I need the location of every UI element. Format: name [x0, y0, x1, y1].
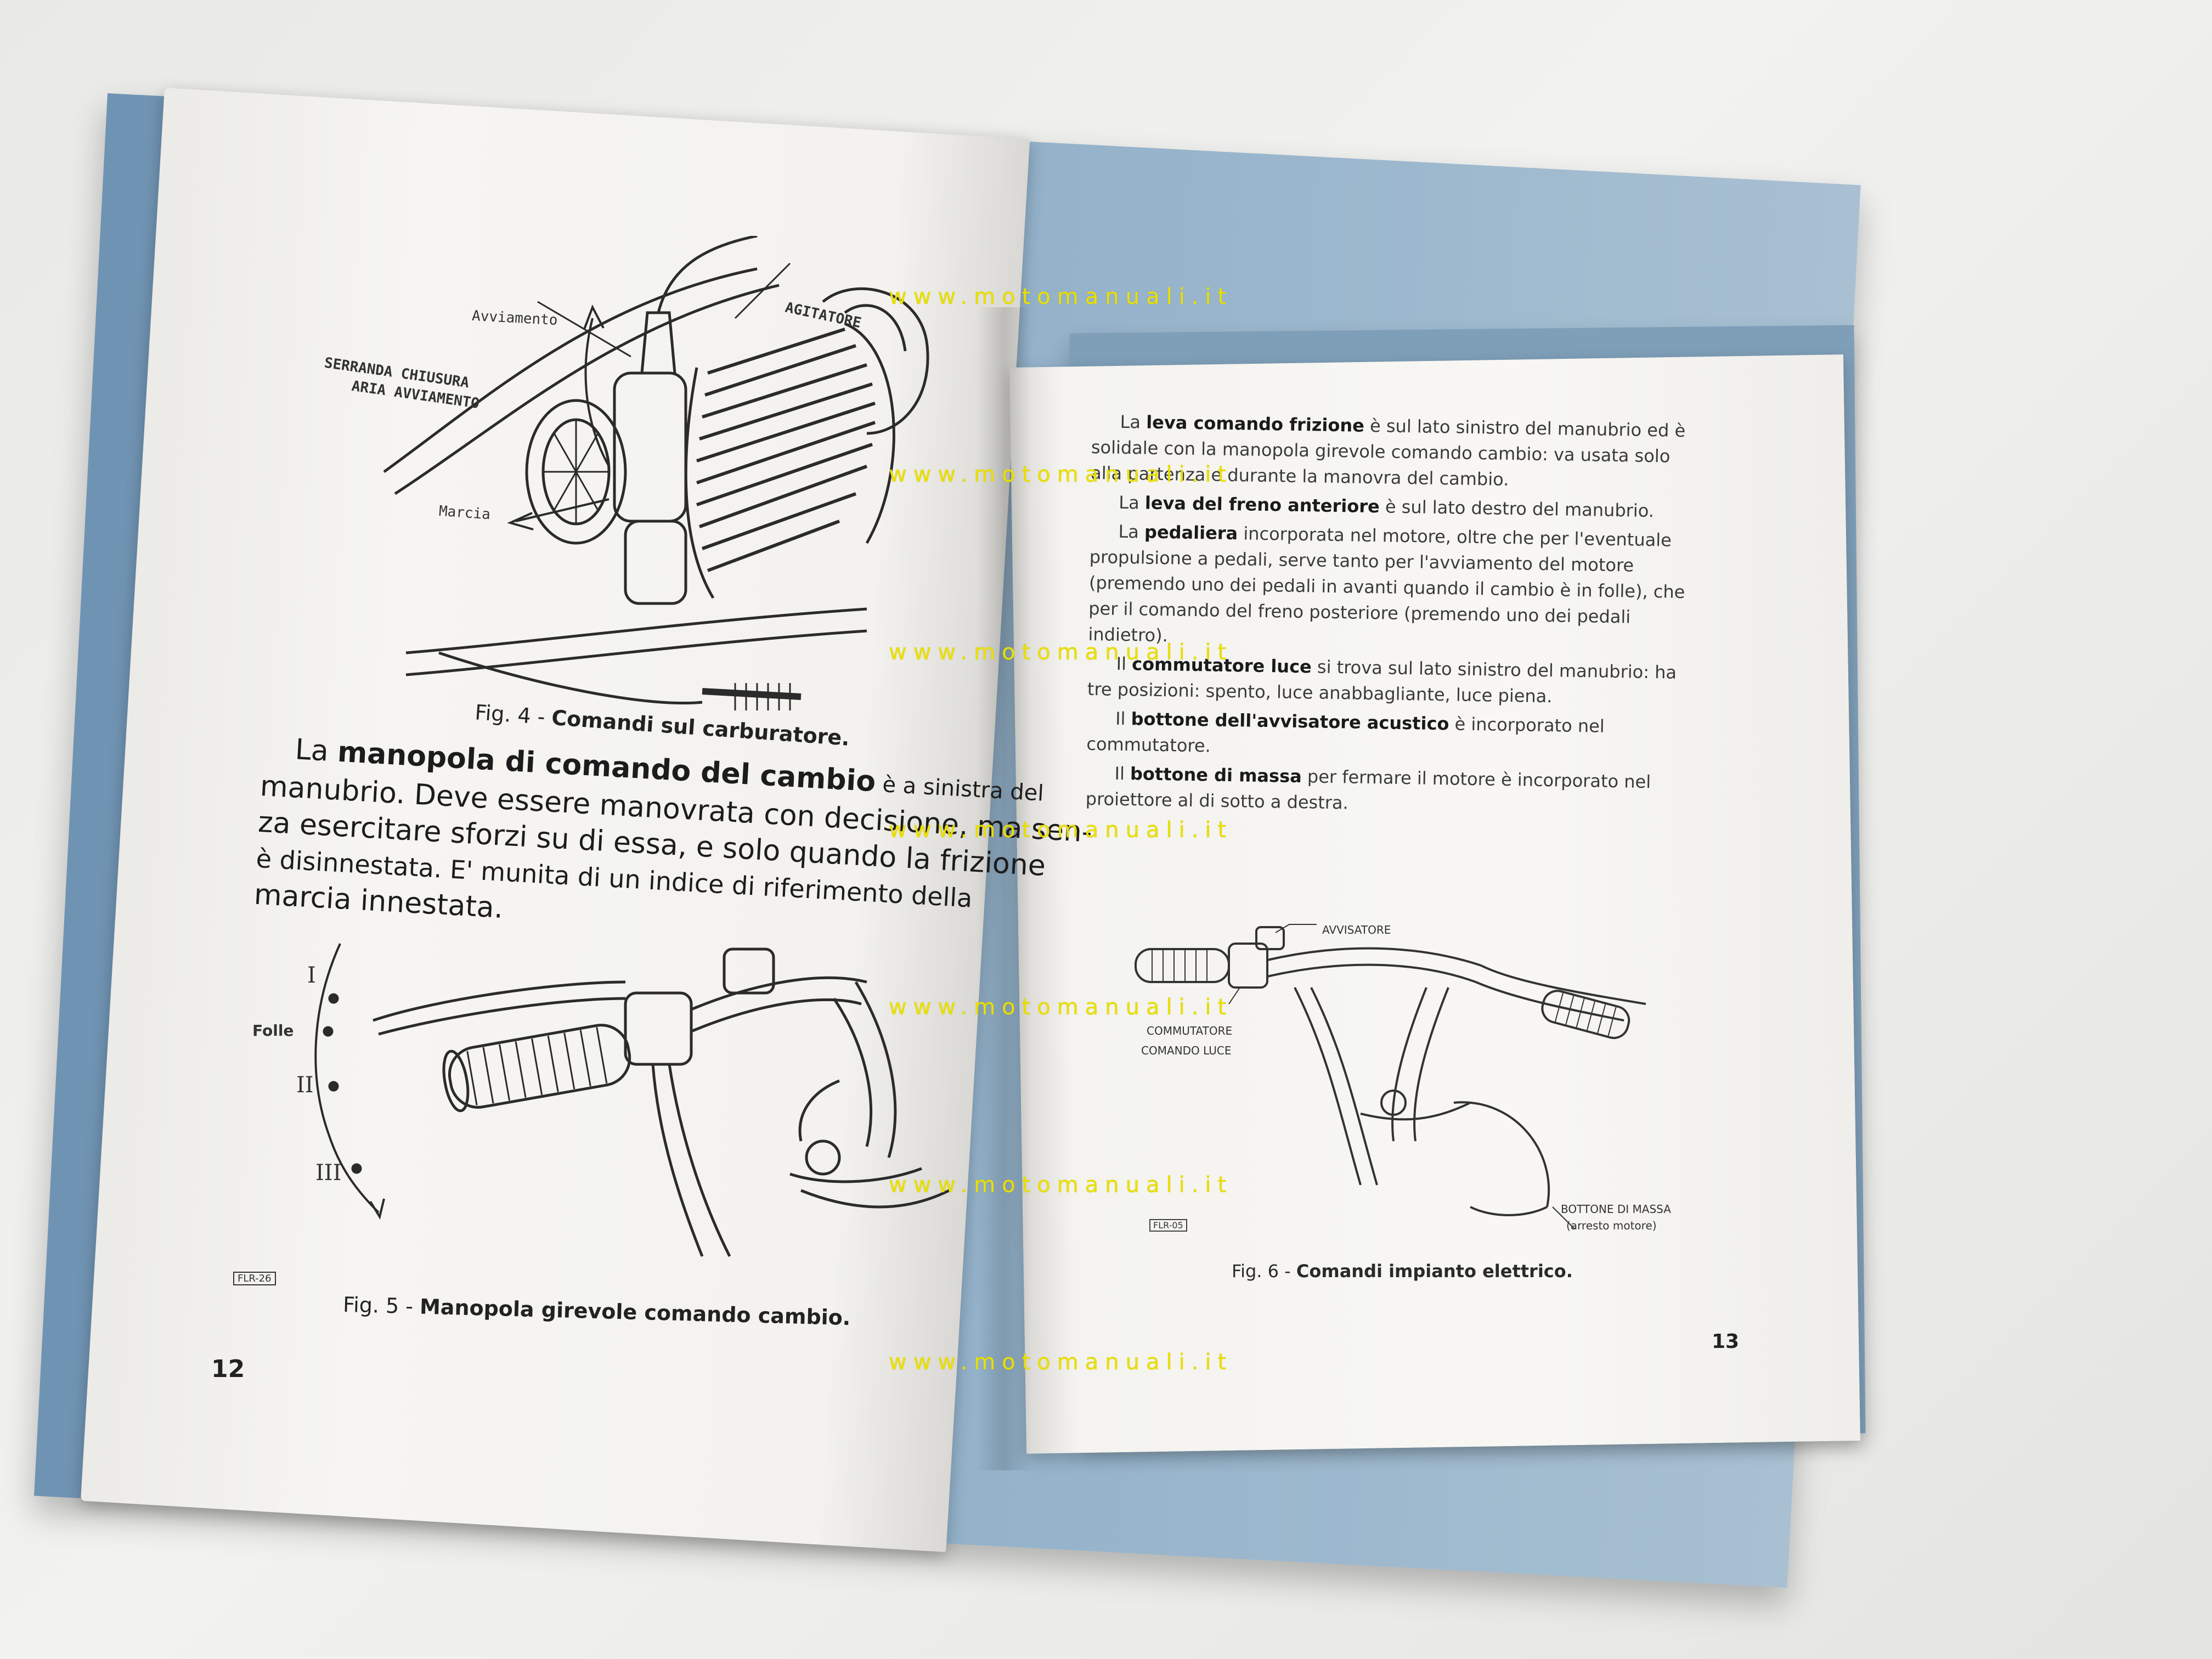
right-paragraph-6: Il bottone di massa per fermare il motor… [1085, 760, 1689, 821]
gear-label-I: I [307, 963, 316, 988]
page-number-right: 13 [1712, 1330, 1740, 1353]
book-gutter-shadow [977, 307, 1031, 1470]
label-commutatore-line1: COMMUTATORE [1147, 1024, 1233, 1037]
fig5-caption-prefix: Fig. 5 - [342, 1292, 420, 1319]
label-commutatore-line2: COMANDO LUCE [1141, 1044, 1232, 1057]
watermark-6: www.motomanuali.it [889, 1172, 1233, 1198]
fig4-carburetor-illustration [383, 236, 929, 710]
p1-pre: La [1120, 411, 1147, 433]
gear-label-folle: Folle [252, 1022, 294, 1040]
p5-pre: Il [1115, 708, 1131, 730]
watermark-2: www.motomanuali.it [889, 462, 1233, 487]
fig6-caption: Fig. 6 - Comandi impianto elettrico. [1232, 1261, 1573, 1282]
p5-bold: bottone dell'avvisatore acustico [1131, 708, 1449, 735]
label-avvisatore: AVVISATORE [1322, 923, 1391, 936]
gear-label-III: III [315, 1160, 342, 1186]
p2-bold: leva del freno anteriore [1144, 492, 1380, 517]
watermark-7: www.motomanuali.it [889, 1350, 1233, 1375]
right-paragraph-5: Il bottone dell'avvisatore acustico è in… [1086, 706, 1690, 766]
fig6-code-stamp: FLR-05 [1149, 1219, 1187, 1232]
fig6-caption-bold: Comandi impianto elettrico. [1296, 1261, 1573, 1282]
p6-bold: bottone di massa [1130, 763, 1302, 787]
p2-pre: La [1119, 492, 1146, 514]
p1-bold: leva comando frizione [1146, 411, 1365, 436]
label-bottone-line1: BOTTONE DI MASSA [1561, 1203, 1671, 1216]
p2-post: è sul lato destro del manubrio. [1379, 496, 1655, 522]
fig6-caption-prefix: Fig. 6 - [1232, 1261, 1296, 1282]
p3-bold: pedaliera [1144, 521, 1238, 544]
page-number-left: 12 [211, 1355, 245, 1383]
line1-pre: La [294, 733, 338, 769]
watermark-1: www.motomanuali.it [889, 284, 1233, 309]
label-bottone-line2: (arresto motore) [1566, 1219, 1657, 1232]
p6-pre: Il [1114, 763, 1131, 785]
p3-pre: La [1118, 521, 1145, 543]
watermark-3: www.motomanuali.it [889, 640, 1233, 665]
watermark-5: www.motomanuali.it [889, 995, 1233, 1020]
fig5-code-stamp: FLR-26 [233, 1272, 276, 1285]
gear-label-II: II [296, 1073, 314, 1098]
fig5-handlebar-grip-illustration [314, 943, 950, 1257]
watermark-4: www.motomanuali.it [889, 817, 1233, 843]
fig6-electrical-controls-illustration [1135, 924, 1646, 1229]
right-paragraph-3: La pedaliera incorporata nel motore, olt… [1088, 518, 1694, 657]
